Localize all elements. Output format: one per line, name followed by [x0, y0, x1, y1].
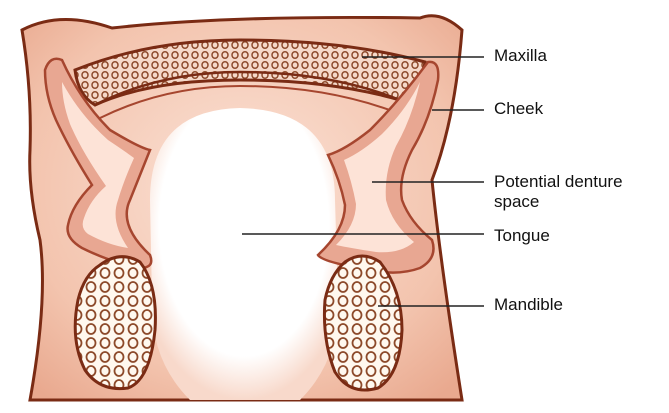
label-mandible: Mandible: [494, 295, 563, 315]
mandible-left: [75, 257, 155, 389]
label-potential-denture-space: Potential denture space: [494, 172, 669, 212]
tongue-region: [150, 108, 338, 400]
mandible-right: [324, 256, 402, 390]
label-cheek: Cheek: [494, 99, 543, 119]
label-maxilla: Maxilla: [494, 46, 547, 66]
label-tongue: Tongue: [494, 226, 550, 246]
